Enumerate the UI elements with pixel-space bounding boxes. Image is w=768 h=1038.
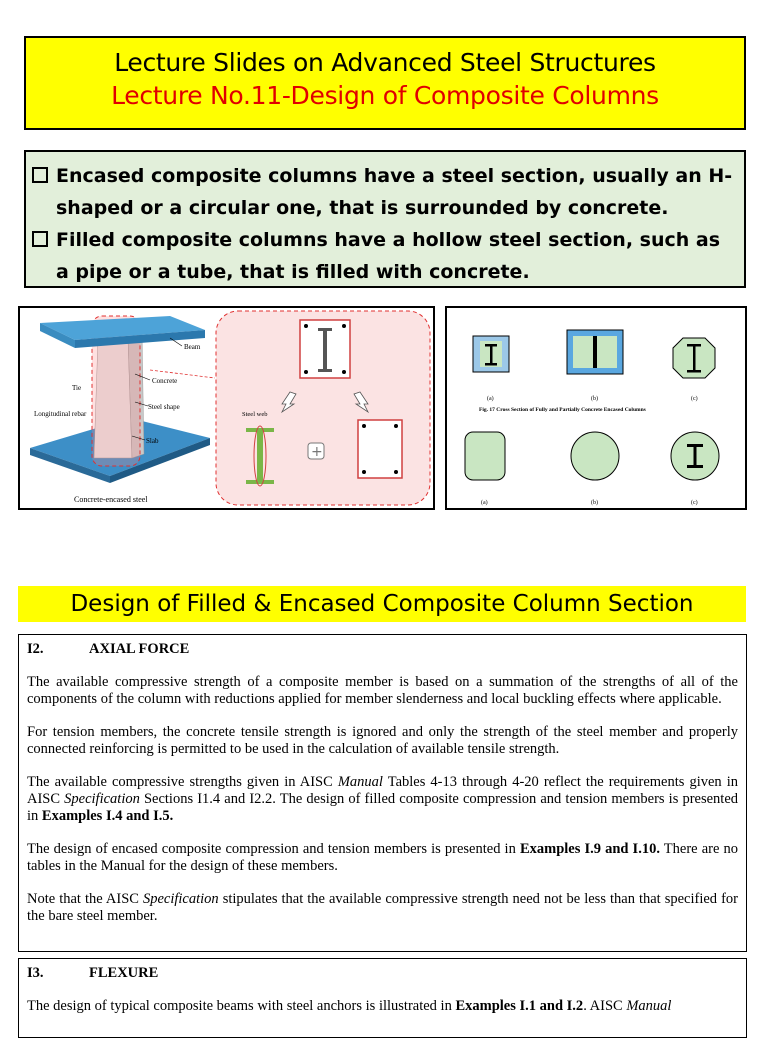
encased-column-diagram: Beam Concrete Tie Steel shape Longitudin… xyxy=(30,310,431,506)
bullet-encased: Encased composite columns have a steel s… xyxy=(32,160,734,224)
i2-heading: I2. AXIAL FORCE xyxy=(27,641,738,658)
definition-bullets: Encased composite columns have a steel s… xyxy=(24,150,746,288)
slab-label: Slab xyxy=(146,437,159,445)
longitudinal-label: Longitudinal rebar xyxy=(34,410,87,418)
column-highlight xyxy=(91,315,141,467)
plus-icon: + xyxy=(311,444,323,460)
paragraph-4: The design of encased composite compress… xyxy=(27,841,738,874)
checkbox-bullet-icon xyxy=(32,231,48,247)
beam-label: Beam xyxy=(184,343,201,351)
arrow-down-right-icon xyxy=(353,391,370,414)
paragraph-6: The design of typical composite beams wi… xyxy=(27,998,672,1014)
paragraph-5: Note that the AISC Specification stipula… xyxy=(27,891,738,924)
paragraph-3: The available compressive strengths give… xyxy=(27,774,739,824)
label-a-bottom: (a) xyxy=(481,499,488,506)
i2-number: I2. xyxy=(27,641,44,657)
i3-title: FLEXURE xyxy=(89,965,159,981)
paragraph-2: For tension members, the concrete tensil… xyxy=(27,724,738,757)
cross-sections-diagram: (a) (b) (c) Fig. 17 Cross Section of Ful… xyxy=(464,329,720,506)
beam-shape xyxy=(40,316,205,340)
slide-title: Lecture Slides on Advanced Steel Structu… xyxy=(114,48,656,77)
bullet-text: Encased composite columns have a steel s… xyxy=(56,165,733,219)
bullet-filled: Filled composite columns have a hollow s… xyxy=(32,224,734,288)
label-c-top: (c) xyxy=(691,395,698,402)
label-b-bottom: (b) xyxy=(591,499,598,506)
arrow-down-left-icon xyxy=(280,391,297,414)
checkbox-bullet-icon xyxy=(32,167,48,183)
i2-title: AXIAL FORCE xyxy=(89,641,190,657)
title-box: Lecture Slides on Advanced Steel Structu… xyxy=(24,36,746,130)
concrete-label: Concrete xyxy=(152,377,177,385)
axial-force-excerpt: I2. AXIAL FORCE The available compressive… xyxy=(18,634,747,952)
cross-sections-figure: (a) (b) (c) Fig. 17 Cross Section of Ful… xyxy=(445,306,747,510)
section-title: Design of Filled & Encased Composite Col… xyxy=(18,586,746,622)
steel-web-label: Steel web xyxy=(242,411,267,418)
label-c-bottom: (c) xyxy=(691,499,698,506)
i3-heading: I3. FLEXURE xyxy=(27,965,738,982)
encased-column-figure: Beam Concrete Tie Steel shape Longitudin… xyxy=(18,306,435,510)
paragraph-1: The available compressive strength of a … xyxy=(27,674,738,707)
lecture-subtitle: Lecture No.11-Design of Composite Column… xyxy=(111,81,659,110)
steel-shape-label: Steel shape xyxy=(148,403,180,411)
figure1-caption: Concrete-encased steel xyxy=(74,495,148,504)
label-b-top: (b) xyxy=(591,395,598,402)
tie-label: Tie xyxy=(72,384,81,392)
figure2-caption: Fig. 17 Cross Section of Fully and Parti… xyxy=(479,407,646,413)
label-a-top: (a) xyxy=(487,395,494,402)
i3-number: I3. xyxy=(27,965,44,981)
bullet-text: Filled composite columns have a hollow s… xyxy=(56,229,721,283)
flexure-excerpt: I3. FLEXURE The design of typical composi… xyxy=(18,958,747,1038)
